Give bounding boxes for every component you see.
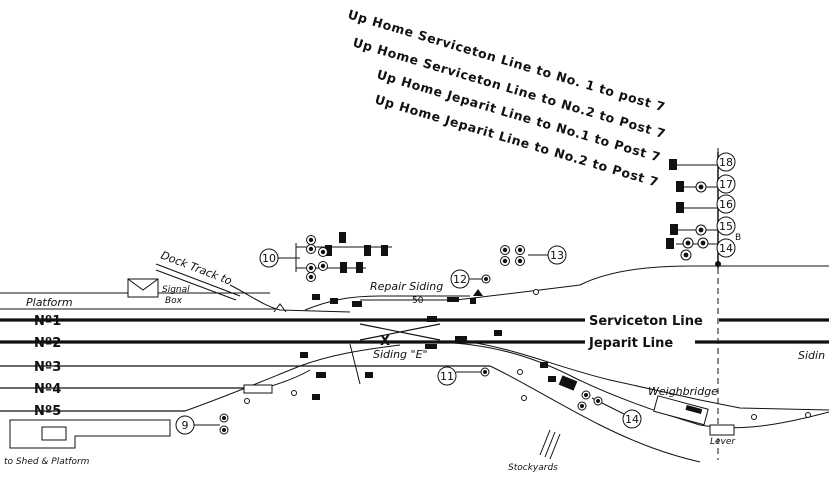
shed-platform-outline bbox=[9, 419, 171, 449]
repair-siding bbox=[304, 295, 470, 311]
lever-label: Lever bbox=[710, 437, 736, 447]
post-9-number: 9 bbox=[182, 419, 189, 432]
post-10-number: 10 bbox=[262, 252, 276, 265]
signal-post-14-bottom: 14 bbox=[558, 375, 642, 429]
track-no5-label: Nº5 bbox=[34, 404, 61, 419]
signal-box-label-1: Signal bbox=[162, 285, 190, 295]
post-17-number: 17 bbox=[719, 178, 733, 191]
post-14-bottom-badge bbox=[622, 409, 642, 429]
track-no4-label: Nº4 bbox=[34, 382, 61, 397]
siding-e-branch bbox=[469, 341, 829, 411]
jeparit-line-label: Jeparit Line bbox=[588, 336, 673, 351]
post-15-badge bbox=[716, 216, 736, 236]
signal-gantry: 18 17 16 15 14 B bbox=[666, 152, 741, 268]
weighbridge-plate bbox=[653, 395, 709, 426]
siding-right-label: Sidin bbox=[798, 349, 825, 362]
stockyards-label: Stockyards bbox=[508, 463, 558, 473]
signal-post-11: 11 bbox=[437, 366, 490, 386]
repair-siding-label: Repair Siding bbox=[370, 280, 443, 293]
siding-top-curve bbox=[360, 265, 829, 301]
lower-curve-left bbox=[184, 344, 401, 412]
shed-building bbox=[41, 426, 67, 441]
post-16-badge bbox=[716, 194, 736, 214]
weighbridge-hut bbox=[685, 404, 703, 414]
post-12-number: 12 bbox=[453, 273, 467, 286]
weighbridge-label: Weighbridge bbox=[648, 385, 718, 398]
platform-label: Platform bbox=[26, 296, 73, 309]
signal-post-9: 9 bbox=[175, 413, 229, 435]
dock-track-line-a bbox=[155, 263, 241, 297]
post-18-badge bbox=[716, 152, 736, 172]
signal-post-13: 13 bbox=[500, 245, 567, 266]
buildings: Platform Signal Box Dock Track to to She… bbox=[4, 249, 825, 473]
crossing-mark: X bbox=[380, 334, 390, 349]
post-13-badge bbox=[547, 245, 567, 265]
signal-box bbox=[127, 278, 159, 298]
repair-distance: 50 bbox=[412, 296, 424, 306]
post-18-number: 18 bbox=[719, 156, 733, 169]
signal-post-12: 12 bbox=[450, 269, 491, 296]
track-no2-label: Nº2 bbox=[34, 336, 61, 351]
post-14-top-badge bbox=[716, 238, 736, 258]
siding-e-label: Siding "E" bbox=[373, 348, 428, 361]
post-17-badge bbox=[716, 174, 736, 194]
track-no3-label: Nº3 bbox=[34, 360, 61, 375]
dock-track-line-b bbox=[155, 269, 237, 301]
post-16-number: 16 bbox=[719, 198, 733, 211]
route-labels: Up Home Serviceton Line to No. 1 to post… bbox=[346, 6, 667, 189]
stockyards-symbol bbox=[539, 429, 561, 460]
siding-tracks bbox=[184, 148, 829, 463]
post-14-top-number: 14 bbox=[719, 242, 733, 255]
track-no1-label: Nº1 bbox=[34, 314, 61, 329]
no4-platform-block bbox=[243, 384, 273, 394]
post-11-number: 11 bbox=[440, 370, 454, 383]
signal-arm-16 bbox=[676, 202, 684, 213]
post-14-bottom-number: 14 bbox=[625, 413, 639, 426]
track-labels: Nº1 Nº2 Nº3 Nº4 Nº5 Serviceton Line Jepa… bbox=[34, 313, 719, 419]
dwarf-signals bbox=[244, 289, 811, 420]
stockyard-spur bbox=[489, 365, 701, 463]
signal-arm-18 bbox=[669, 159, 677, 170]
signal-arm-14 bbox=[666, 238, 674, 249]
lower-curve-mid bbox=[439, 341, 829, 429]
serviceton-line-label: Serviceton Line bbox=[589, 314, 703, 329]
line-label-bg-2 bbox=[585, 335, 695, 349]
post-suffix: B bbox=[735, 233, 741, 243]
post-11-badge bbox=[437, 366, 457, 386]
signal-box-roof bbox=[127, 278, 159, 291]
diverging-line bbox=[349, 343, 361, 385]
post-13-number: 13 bbox=[550, 249, 564, 262]
post-15-number: 15 bbox=[719, 220, 733, 233]
signal-post-10: 10 bbox=[259, 232, 392, 282]
lever-frame bbox=[709, 424, 735, 436]
shed-platform-label: to Shed & Platform bbox=[4, 457, 90, 467]
signal-box-label-2: Box bbox=[165, 296, 183, 306]
dock-track-curve bbox=[229, 284, 351, 313]
dock-track-label: Dock Track to bbox=[159, 249, 234, 288]
crossover-b bbox=[359, 323, 441, 341]
signal-arm-15 bbox=[670, 224, 678, 235]
signal-arm-17 bbox=[676, 181, 684, 192]
line-label-bg-1 bbox=[585, 313, 719, 327]
